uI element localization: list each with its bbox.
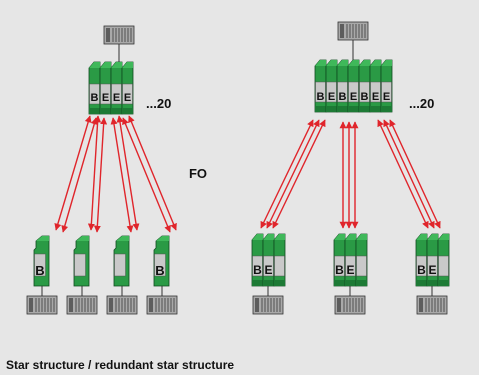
fiber-link <box>128 115 177 231</box>
right-hub-module-letter: E <box>328 91 335 103</box>
fiber-link <box>377 119 429 229</box>
left-leaf-controller-icon <box>26 295 58 315</box>
right-leaf-letter: E <box>346 263 354 277</box>
left-leaf-module <box>33 235 50 287</box>
fiber-link <box>61 117 98 233</box>
right-leaf-letter: E <box>264 263 272 277</box>
right-leaf-letter: B <box>417 263 426 277</box>
fiber-link <box>93 117 108 233</box>
left-leaf-controller-icon <box>66 295 98 315</box>
left-leaf-station <box>66 235 98 315</box>
topology-diagram: B E E E ...20 B <box>26 21 450 315</box>
fiber-link <box>266 119 320 229</box>
left-hub-module <box>110 61 123 115</box>
right-leaf-letter: E <box>428 263 436 277</box>
fiber-link <box>122 117 171 233</box>
right-leaf-controller-icon <box>252 295 284 315</box>
right-hub-module-letter: B <box>339 91 347 103</box>
right-leaf-module <box>333 233 346 287</box>
left-leaf-controller-icon <box>106 295 138 315</box>
right-leaf-module <box>251 233 264 287</box>
fiber-link <box>383 119 435 229</box>
right-leaf-module <box>437 233 450 287</box>
right-leaf-station: B E <box>251 233 286 315</box>
left-hub-station: B E E E <box>88 61 134 115</box>
left-leaf-station: B <box>146 235 178 315</box>
right-leaf-controller-icon <box>416 295 448 315</box>
left-hub-module-letter: B <box>91 92 99 104</box>
left-hub-module-letter: E <box>124 92 131 104</box>
right-hub-module-letter: E <box>383 91 390 103</box>
right-leaf-module <box>344 233 357 287</box>
right-leaf-station: B E <box>415 233 450 315</box>
right-hub-module <box>358 59 371 113</box>
right-hub-module <box>369 59 382 113</box>
right-hub-module <box>314 59 327 113</box>
right-module-count: ...20 <box>409 96 434 111</box>
left-hub-module <box>99 61 112 115</box>
right-leaf-module <box>426 233 439 287</box>
right-leaf-station: B E <box>333 233 368 315</box>
fiber-link <box>272 119 326 229</box>
left-fiber-links <box>54 115 177 233</box>
right-star-group: B E B E B E E ...20 B <box>251 21 450 315</box>
right-hub-module-letter: B <box>317 91 325 103</box>
diagram-caption: Star structure / redundant star structur… <box>6 358 235 372</box>
left-leaf-module <box>153 235 170 287</box>
right-leaf-module <box>262 233 275 287</box>
left-leaf-letter: B <box>155 263 164 278</box>
left-leaf-module <box>113 235 130 287</box>
right-fiber-links <box>260 119 441 229</box>
fiber-link <box>260 119 314 229</box>
fo-label: FO <box>189 166 207 181</box>
right-hub-module-letter: E <box>350 91 357 103</box>
right-hub-module-letter: E <box>372 91 379 103</box>
left-module-count: ...20 <box>146 96 171 111</box>
left-hub-module <box>88 61 101 115</box>
left-leaf-station <box>106 235 138 315</box>
left-controller-icon <box>103 25 135 45</box>
left-leaf-controller-icon <box>146 295 178 315</box>
right-leaf-letter: B <box>253 263 262 277</box>
left-leaf-letter: B <box>35 263 44 278</box>
fiber-link <box>87 115 102 231</box>
right-leaf-controller-icon <box>334 295 366 315</box>
right-hub-module <box>380 59 393 113</box>
left-hub-module-letter: E <box>102 92 109 104</box>
right-hub-module <box>325 59 338 113</box>
left-star-group: B E E E ...20 B <box>26 25 178 315</box>
left-leaf-module <box>73 235 90 287</box>
right-leaf-letter: B <box>335 263 344 277</box>
left-leaf-station: B <box>26 235 58 315</box>
left-hub-module <box>121 61 134 115</box>
right-controller-icon <box>337 21 369 41</box>
right-hub-module <box>336 59 349 113</box>
left-hub-module-letter: E <box>113 92 120 104</box>
fiber-link <box>389 119 441 229</box>
right-leaf-module <box>355 233 368 287</box>
right-leaf-module <box>415 233 428 287</box>
right-hub-module-letter: B <box>361 91 369 103</box>
right-hub-station: B E B E B E E <box>314 59 393 113</box>
right-leaf-module <box>273 233 286 287</box>
right-hub-module <box>347 59 360 113</box>
fiber-link <box>54 115 92 231</box>
